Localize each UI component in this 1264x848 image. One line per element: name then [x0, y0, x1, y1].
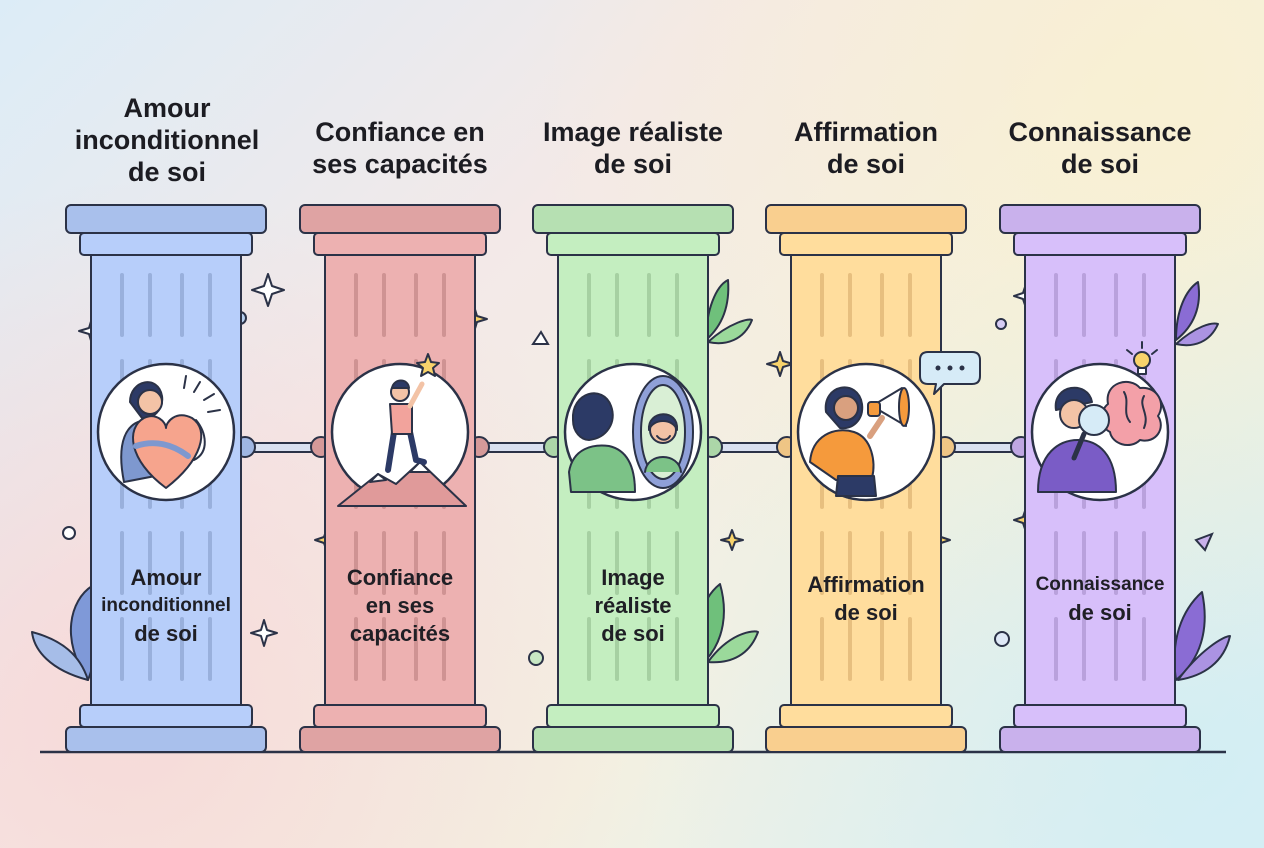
- pillar: [999, 204, 1201, 753]
- pillar-capital-band: [779, 232, 953, 256]
- label-line: Connaissance: [1035, 574, 1165, 595]
- heading-connaissance: Connaissance de soi: [980, 116, 1220, 180]
- label-line: de soi: [834, 600, 898, 625]
- pillar-label-amour: Amour inconditionnel de soi: [86, 564, 246, 648]
- label-line: capacités: [349, 621, 451, 646]
- pillar: [765, 204, 981, 753]
- pillar-base-band: [779, 704, 953, 728]
- heading-line: de soi: [826, 149, 906, 179]
- pillar-capital-band: [313, 232, 487, 256]
- pillar: [299, 204, 501, 753]
- heading-line: inconditionnel: [74, 125, 260, 155]
- pillar-label-affirmation: Affirmation de soi: [786, 571, 946, 627]
- heading-line: Connaissance: [1008, 117, 1192, 147]
- label-line: de soi: [601, 621, 665, 646]
- heading-line: ses capacités: [312, 149, 488, 179]
- label-line: Amour: [130, 565, 202, 590]
- megaphone-speaker-icon: [809, 351, 981, 497]
- pillar-base: [65, 726, 267, 753]
- pillar-capital: [532, 204, 734, 234]
- heading-confiance: Confiance en ses capacités: [280, 116, 520, 180]
- pillar-capital-band: [79, 232, 253, 256]
- pillar-base-band: [79, 704, 253, 728]
- pillar: [65, 204, 267, 753]
- heading-affirmation: Affirmation de soi: [746, 116, 986, 180]
- pillar-label-connaissance: Connaissance de soi: [1020, 571, 1180, 627]
- pillar-capital-band: [1013, 232, 1187, 256]
- pillar-base: [299, 726, 501, 753]
- magnifier-brain-icon: [1037, 341, 1163, 493]
- pillar-base: [532, 726, 734, 753]
- label-line: de soi: [134, 621, 198, 646]
- pillar-capital: [765, 204, 967, 234]
- pillar-capital: [65, 204, 267, 234]
- pillar: [532, 204, 734, 753]
- label-line: réaliste: [594, 593, 672, 618]
- heading-line: Amour: [123, 93, 211, 123]
- pillar-base: [765, 726, 967, 753]
- heading-image: Image réaliste de soi: [513, 116, 753, 180]
- label-line: en ses: [365, 593, 435, 618]
- hugging-heart-icon: [120, 375, 221, 489]
- pillar-capital: [299, 204, 501, 234]
- mirror-reflection-icon: [568, 375, 694, 493]
- pillar-base: [999, 726, 1201, 753]
- label-line: de soi: [1068, 600, 1132, 625]
- pillar-capital-band: [546, 232, 720, 256]
- pillar-base-band: [546, 704, 720, 728]
- heading-line: Affirmation: [794, 117, 938, 147]
- heading-line: Confiance en: [315, 117, 485, 147]
- mountain-climber-icon: [337, 353, 467, 507]
- pillar-base-band: [1013, 704, 1187, 728]
- label-line: Image: [601, 565, 665, 590]
- heading-line: de soi: [127, 157, 207, 187]
- heading-amour: Amour inconditionnel de soi: [47, 92, 287, 188]
- heading-line: de soi: [593, 149, 673, 179]
- label-line: Affirmation: [807, 572, 925, 597]
- heading-line: de soi: [1060, 149, 1140, 179]
- pillar-label-image: Image réaliste de soi: [553, 564, 713, 648]
- label-line: inconditionnel: [101, 595, 231, 616]
- label-line: Confiance: [346, 565, 454, 590]
- pillar-base-band: [313, 704, 487, 728]
- heading-line: Image réaliste: [542, 117, 724, 147]
- pillar-capital: [999, 204, 1201, 234]
- pillar-label-confiance: Confiance en ses capacités: [320, 564, 480, 648]
